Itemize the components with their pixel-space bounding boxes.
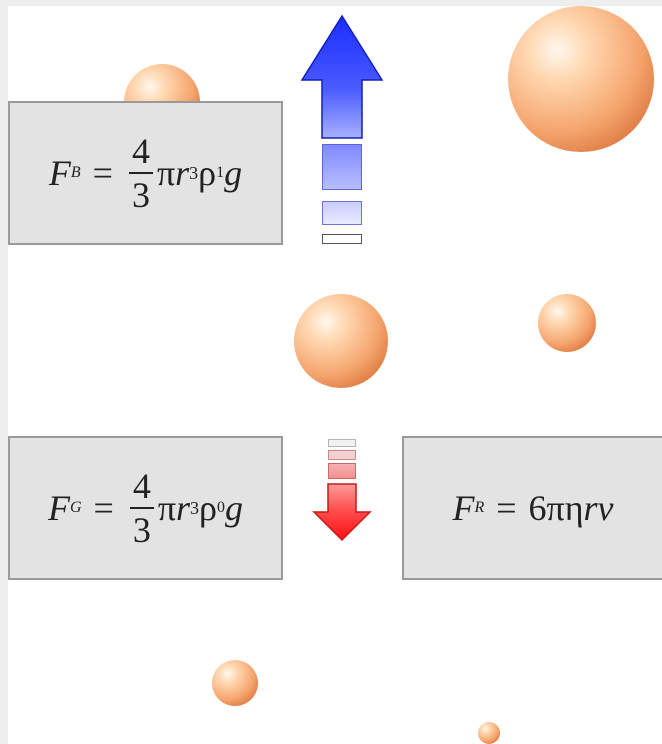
fraction: 4 3 xyxy=(128,133,153,215)
force-symbol: F xyxy=(48,153,71,193)
sphere-center xyxy=(294,294,388,388)
fraction-numerator: 4 xyxy=(128,133,153,174)
equals-sign: = xyxy=(92,153,113,193)
downward-arrow-trail-segment xyxy=(328,450,356,460)
resistance-coefficient: 6πη xyxy=(528,488,584,528)
radius-symbol: r xyxy=(175,153,190,193)
downward-arrow-trail-segment xyxy=(328,463,356,479)
resistance-variables: rv xyxy=(583,488,614,528)
density-symbol: ρ xyxy=(199,488,218,528)
downward-force-arrow-icon xyxy=(312,483,372,542)
force-subscript: R xyxy=(474,499,485,516)
force-symbol: F xyxy=(47,488,70,528)
upward-arrow-trail-segment xyxy=(322,234,362,244)
downward-arrow-trail-segment xyxy=(328,439,356,447)
upward-arrow-trail-segment xyxy=(322,201,362,225)
density-subscript: 0 xyxy=(217,499,226,516)
sphere-large-top-right xyxy=(508,6,654,152)
fraction-numerator: 4 xyxy=(129,468,154,509)
fraction: 4 3 xyxy=(129,468,154,550)
force-subscript: B xyxy=(70,164,81,181)
gravity-symbol: g xyxy=(224,153,243,193)
equals-sign: = xyxy=(93,488,114,528)
density-subscript: 1 xyxy=(216,164,225,181)
force-subscript: G xyxy=(69,499,82,516)
sphere-tiny-bottom xyxy=(478,722,500,744)
fraction-denominator: 3 xyxy=(132,510,151,550)
equals-sign: = xyxy=(496,488,517,528)
upward-force-arrow-icon xyxy=(300,14,384,139)
radius-exponent: 3 xyxy=(189,162,199,183)
upward-arrow-trail-segment xyxy=(322,144,362,190)
sphere-small-bottom-left xyxy=(212,660,258,706)
radius-symbol: r xyxy=(176,488,191,528)
gravity-symbol: g xyxy=(225,488,244,528)
sphere-small-right xyxy=(538,294,596,352)
density-symbol: ρ xyxy=(198,153,217,193)
pi-symbol: π xyxy=(157,488,177,528)
radius-exponent: 3 xyxy=(190,497,200,518)
force-symbol: F xyxy=(452,488,475,528)
pi-symbol: π xyxy=(156,153,176,193)
fraction-denominator: 3 xyxy=(131,175,150,215)
